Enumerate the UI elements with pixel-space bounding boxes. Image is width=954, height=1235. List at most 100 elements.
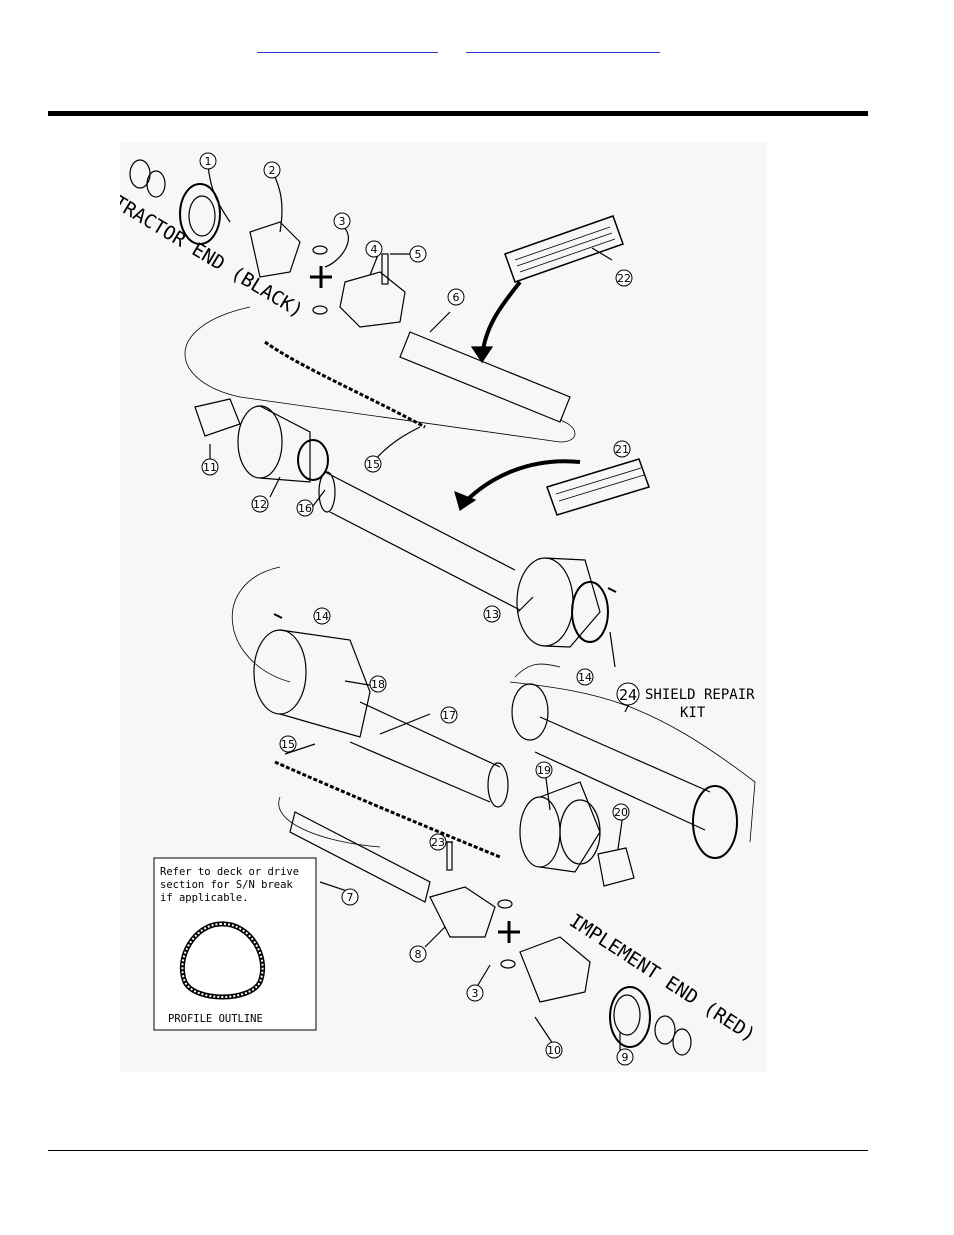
arrow-icon [463,459,581,504]
profile-note-box [153,857,317,1031]
inner-yoke-part [429,886,496,938]
svg-text:14: 14 [315,610,329,623]
callout-3 [333,212,351,230]
chain-part [274,760,501,859]
svg-text:4: 4 [371,243,378,256]
shield-tube-part [349,701,501,803]
decal-part [546,458,650,516]
bearing-part [194,398,241,437]
callout-16 [296,499,314,517]
svg-text:14: 14 [578,671,592,684]
svg-text:24: 24 [619,686,637,704]
callout-15b [279,735,297,753]
svg-text:18: 18 [371,678,385,691]
svg-text:5: 5 [415,248,422,261]
callout-8 [409,945,427,963]
bearing-ring-inner [188,195,216,237]
shield-tube-part [324,471,521,611]
kit-tube-part [534,716,711,831]
implement-end-label: IMPLEMENT END (RED) [565,910,759,1047]
roll-pin-part [381,253,389,285]
svg-text:16: 16 [298,502,312,515]
callout-19 [535,761,553,779]
callout-24 [616,682,640,706]
profile-outline-caption: PROFILE OUTLINE [168,1013,263,1025]
note-line-1: Refer to deck or drive [160,866,299,878]
yoke-part [249,221,301,278]
svg-text:17: 17 [442,709,456,722]
callout-2 [263,161,281,179]
chain-part [264,340,426,429]
svg-text:23: 23 [431,836,445,849]
callout-22 [615,269,633,287]
shield-repair-kit-label-line2: KIT [680,705,706,721]
ring-part [312,245,328,255]
decal-part [504,215,624,283]
shield-cone-part [237,405,283,479]
parts-diagram: 1 2 3 4 5 6 7 8 9 10 11 12 13 14 14 15 1… [120,142,766,1072]
snap-ring-part [672,1028,692,1056]
callout-10 [545,1041,563,1059]
svg-text:21: 21 [615,443,629,456]
shield-repair-kit-label: SHIELD REPAIR [645,687,755,703]
callout-15 [364,455,382,473]
svg-text:20: 20 [614,806,628,819]
callout-20 [612,803,630,821]
callout-5 [409,245,427,263]
header-link-1[interactable] [257,38,438,53]
svg-text:6: 6 [453,291,460,304]
inner-profile-tube [289,811,431,903]
shield-cone-part [516,557,574,647]
svg-text:13: 13 [485,608,499,621]
svg-text:10: 10 [547,1044,561,1057]
svg-text:1: 1 [205,155,212,168]
svg-text:3: 3 [339,215,346,228]
kit-bearing-part [511,683,549,741]
callout-11 [201,458,219,476]
shield-cone-part [519,796,561,868]
callout-7 [341,888,359,906]
svg-text:2: 2 [269,164,276,177]
header-rule [48,111,868,116]
callout-21 [613,440,631,458]
callout-14 [313,607,331,625]
svg-text:11: 11 [203,461,217,474]
callout-1 [199,152,217,170]
shield-cone-part [253,629,307,715]
driveline-exploded-view: 1 2 3 4 5 6 7 8 9 10 11 12 13 14 14 15 1… [120,152,760,1066]
svg-text:19: 19 [537,764,551,777]
bearing-ring-part [179,183,221,245]
cross-kit-part [498,921,520,943]
callout-3b [466,984,484,1002]
snap-ring-part [146,170,166,198]
callout-6 [447,288,465,306]
outer-profile-tube [399,331,571,423]
callout-9 [616,1048,634,1066]
callout-17 [440,706,458,724]
callout-18 [369,675,387,693]
footer-rule [48,1150,868,1151]
svg-text:8: 8 [415,948,422,961]
tractor-end-label: TRACTOR END (BLACK) [120,191,307,322]
note-line-2: section for S/N break [160,879,293,891]
callout-23 [429,833,447,851]
inner-yoke-part [339,271,406,328]
bearing-part [597,847,635,887]
svg-text:3: 3 [472,987,479,1000]
svg-text:15: 15 [281,738,295,751]
callout-12 [251,495,269,513]
note-line-3: if applicable. [160,892,249,904]
ring-part [312,305,328,315]
yoke-part [519,936,591,1003]
snap-ring-part [654,1015,676,1045]
roll-pin-part [446,841,453,871]
bearing-ring-part [609,986,651,1048]
header-link-2[interactable] [466,38,660,53]
svg-text:7: 7 [347,891,354,904]
svg-text:15: 15 [366,458,380,471]
callout-13 [483,605,501,623]
screw-part [273,613,283,619]
kit-boundary-line [184,306,576,443]
svg-text:9: 9 [622,1051,629,1064]
svg-text:12: 12 [253,498,267,511]
